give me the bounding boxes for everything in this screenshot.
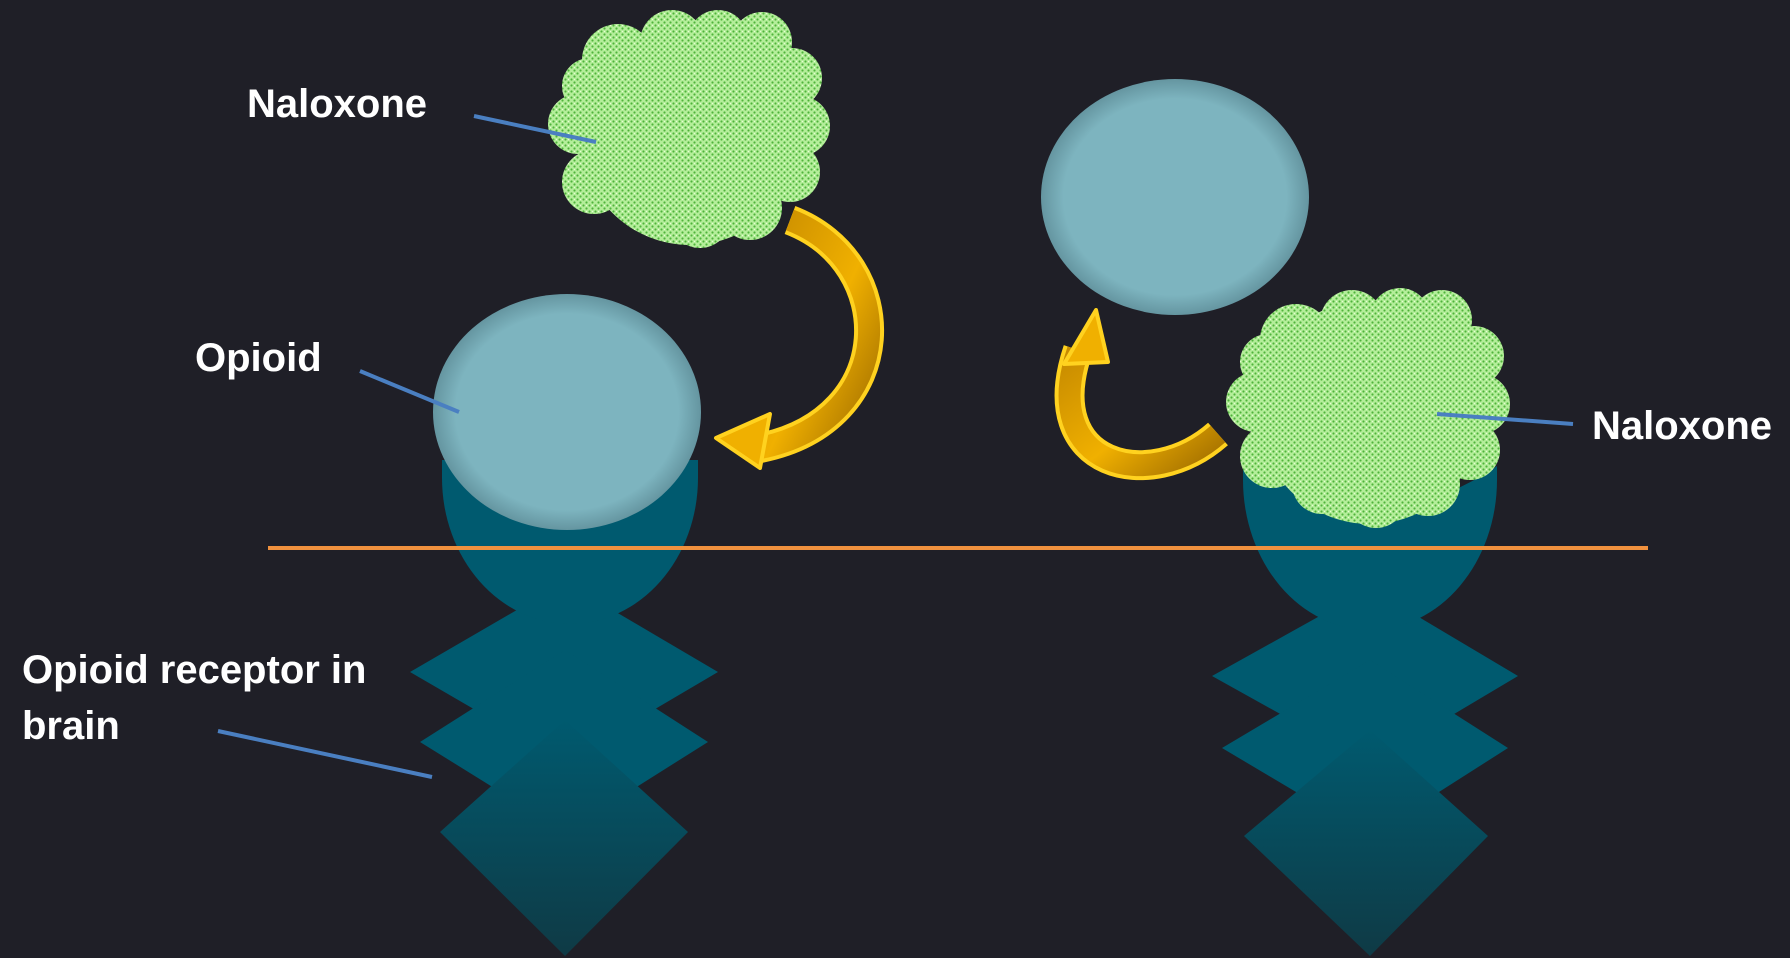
label-naloxone-right: Naloxone bbox=[1592, 398, 1772, 454]
curved-arrow-left bbox=[716, 220, 869, 468]
curved-arrow-right bbox=[1064, 310, 1218, 465]
label-opioid-receptor: Opioid receptor in brain bbox=[22, 642, 366, 754]
label-opioid: Opioid bbox=[195, 330, 322, 386]
label-naloxone-left: Naloxone bbox=[247, 76, 427, 132]
naloxone-cloud-left bbox=[548, 10, 830, 248]
opioid-bound-left bbox=[433, 294, 701, 530]
label-receptor-line1: Opioid receptor in bbox=[22, 642, 366, 698]
opioid-displaced-right bbox=[1041, 79, 1309, 315]
receptor-left bbox=[410, 460, 718, 956]
receptor-right bbox=[1212, 460, 1518, 956]
label-receptor-line2: brain bbox=[22, 698, 366, 754]
